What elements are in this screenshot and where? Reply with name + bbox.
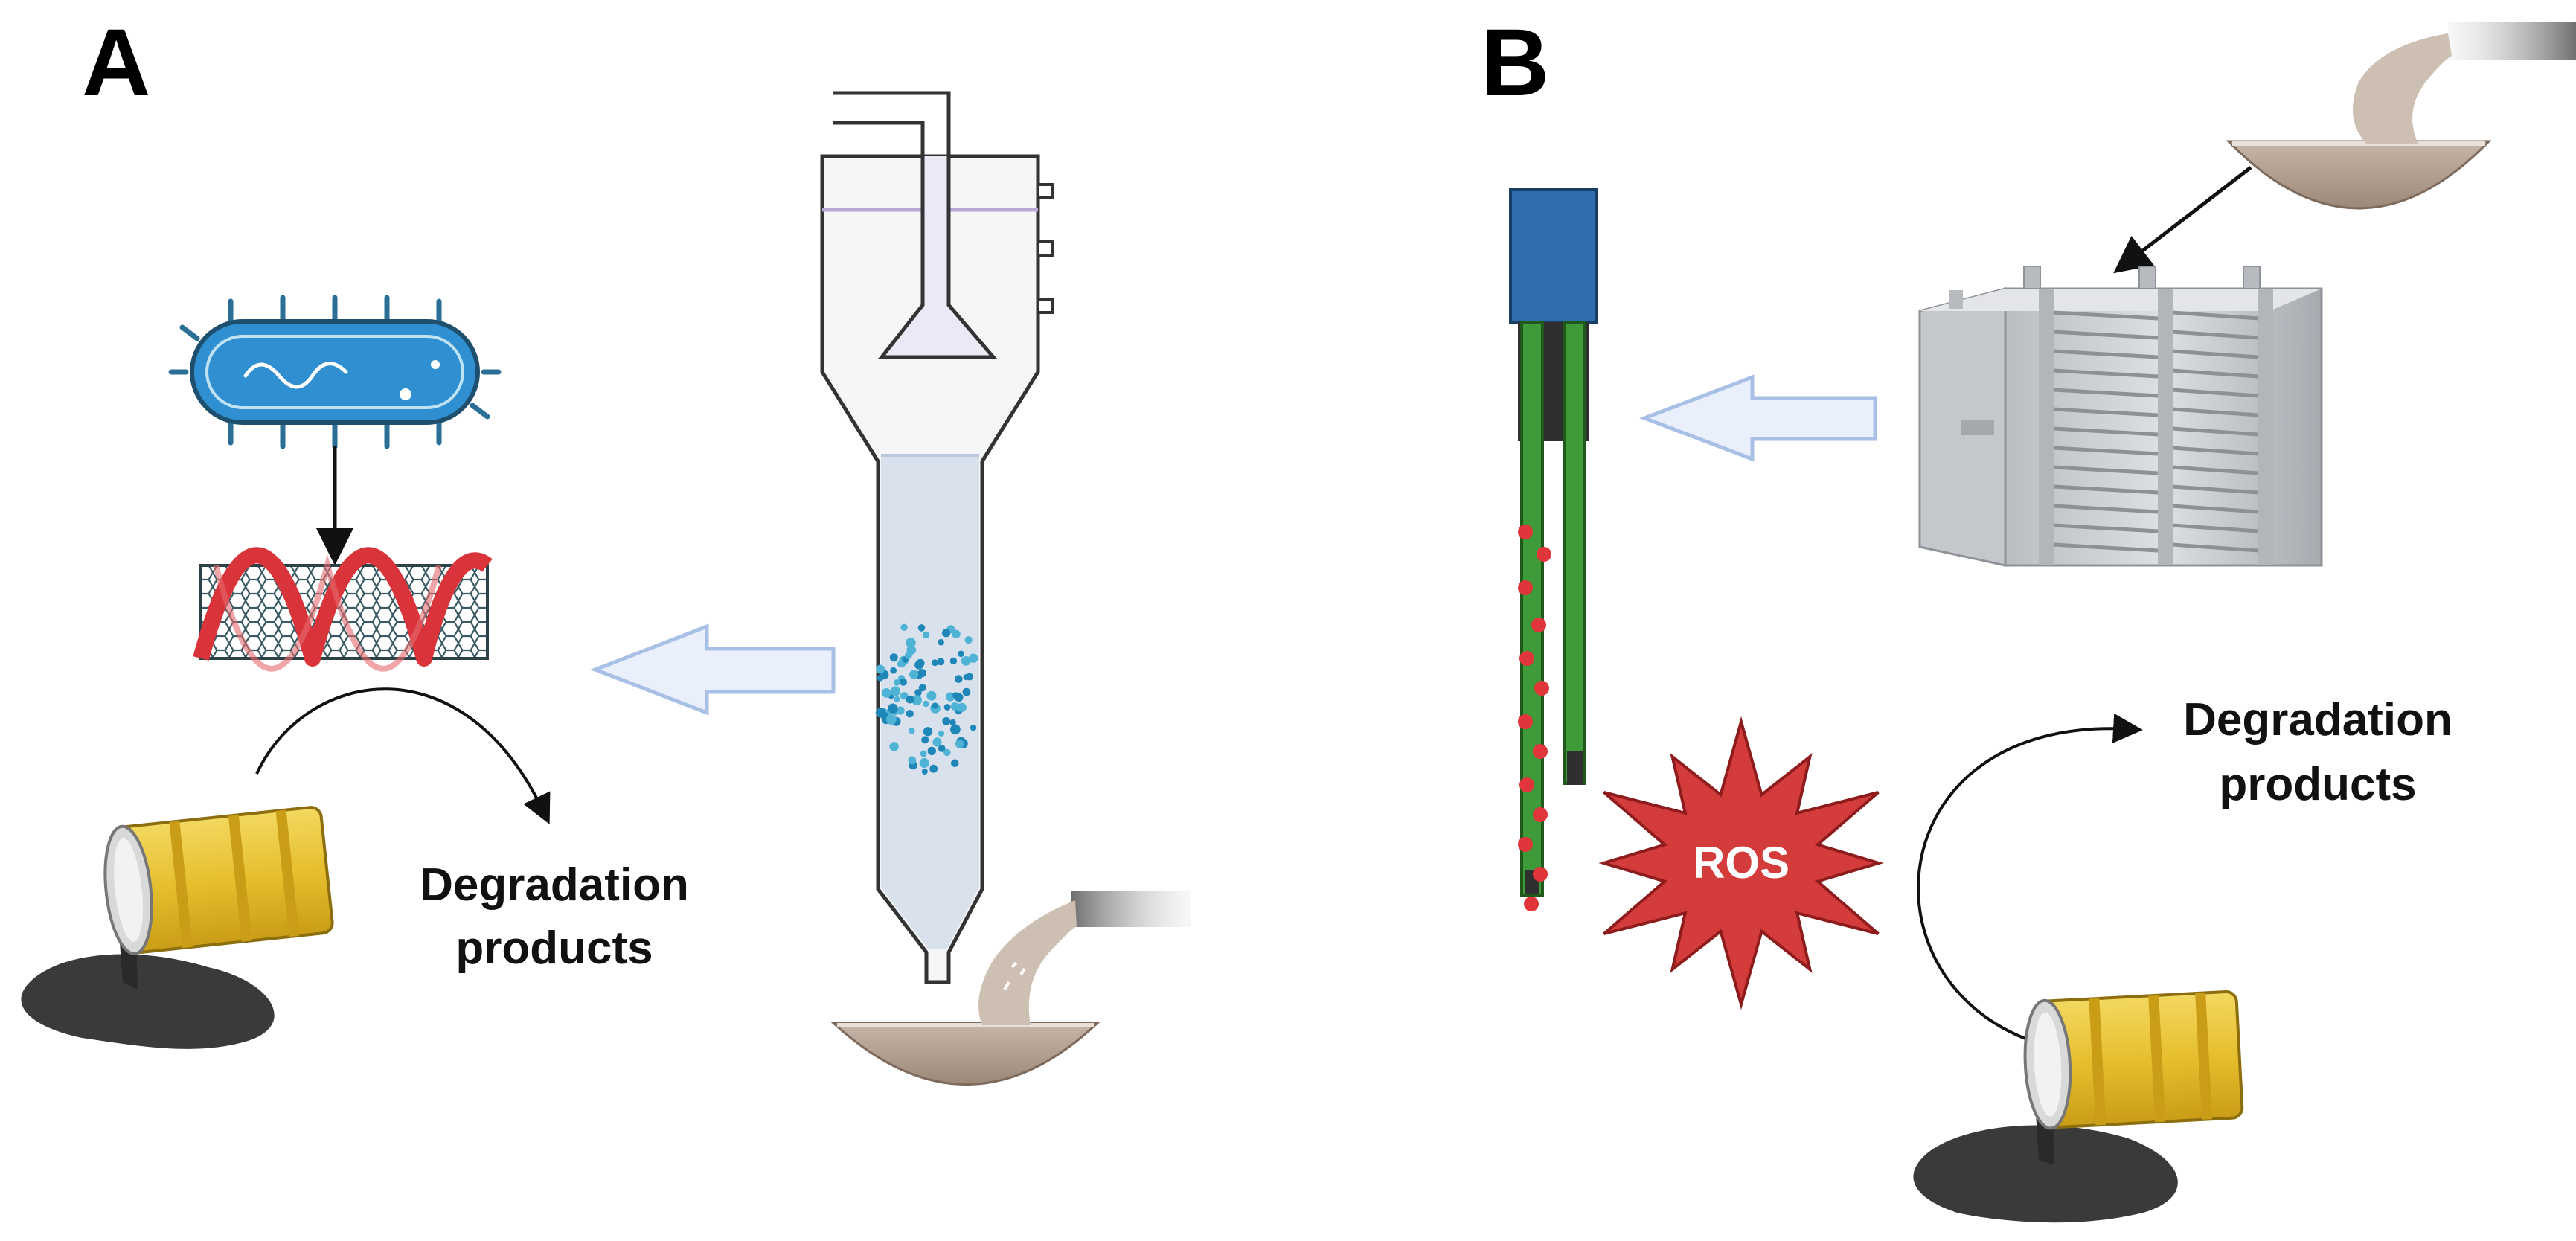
- arrow-soil-to-unit-icon: [2113, 166, 2252, 274]
- electrode-icon: [1509, 188, 1598, 911]
- bioreactor-column-icon: [820, 91, 1054, 984]
- oil-barrel-icon: [21, 806, 334, 1049]
- soil-pile-b-icon: [2226, 22, 2576, 210]
- ros-particles-icon: [1518, 525, 1551, 911]
- process-arrow-b-icon: [1638, 374, 1877, 462]
- ros-burst-icon: ROS: [1598, 716, 1884, 1010]
- nanotube-helix-icon: [193, 547, 493, 672]
- panel-a-letter: A: [82, 10, 150, 116]
- bacterium-icon: [168, 295, 502, 449]
- curved-arrow-a-icon: [255, 687, 551, 825]
- treatment-unit-icon: [1918, 266, 2323, 567]
- soil-pile-icon: [830, 891, 1191, 1086]
- process-arrow-a-icon: [590, 623, 836, 716]
- ros-label: ROS: [1693, 838, 1790, 888]
- panel-b-letter: B: [1481, 10, 1549, 116]
- panel-b: B: [1481, 10, 2576, 1223]
- oil-barrel-b-icon: [1913, 990, 2244, 1223]
- degradation-label-a-line2: products: [455, 923, 653, 974]
- microbe-particles-icon: [875, 623, 978, 775]
- degradation-label-b-line2: products: [2219, 759, 2416, 810]
- degradation-label-b-line1: Degradation: [2183, 694, 2452, 745]
- degradation-label-a-line1: Degradation: [420, 859, 689, 911]
- panel-a: A: [21, 10, 1191, 1086]
- curved-arrow-b-icon: [1917, 713, 2143, 1054]
